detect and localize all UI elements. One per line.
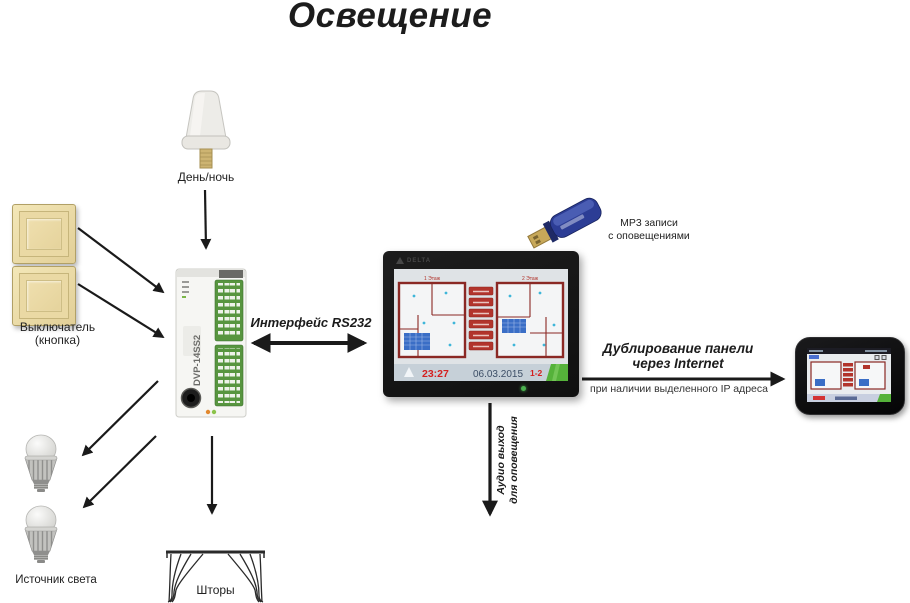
smartphone bbox=[795, 337, 905, 415]
switch-frame bbox=[19, 211, 69, 257]
wall-switch-1 bbox=[12, 204, 76, 264]
led-bulb-1-image bbox=[24, 434, 58, 492]
screen-time: 23:27 bbox=[422, 368, 449, 380]
curtains-label: Шторы bbox=[196, 583, 235, 597]
page-title: Освещение bbox=[287, 0, 493, 35]
screen-date: 06.03.2015 bbox=[473, 369, 523, 380]
rs232-link-label: Интерфейс RS232 bbox=[250, 315, 372, 330]
day-night-sensor-image bbox=[181, 90, 231, 169]
hmi-panel: DELTA 1 Этаж 2 Этаж bbox=[383, 251, 579, 397]
switch-button bbox=[26, 280, 62, 312]
floor1-label: 1 Этаж bbox=[424, 276, 441, 282]
floor2-label: 2 Этаж bbox=[522, 276, 539, 282]
wall-switch-2 bbox=[12, 266, 76, 326]
plc-controller-image: DVP-14SS2 bbox=[175, 268, 247, 418]
wall-switch-label: Выключатель (кнопка) bbox=[19, 320, 96, 347]
light-source-label: Источник света bbox=[15, 574, 97, 586]
panel-brand-text: DELTA bbox=[407, 257, 432, 264]
arrow-sensor-to-plc bbox=[200, 189, 212, 250]
panel-touchscreen[interactable]: 1 Этаж 2 Этаж 23:27 0 bbox=[394, 269, 568, 381]
arrow-plc-to-bulb2 bbox=[82, 435, 157, 509]
panel-power-led bbox=[521, 386, 526, 391]
delta-logo-icon bbox=[396, 257, 404, 264]
led-bulb-2-image bbox=[24, 505, 58, 563]
plc-model-text: DVP-14SS2 bbox=[192, 335, 203, 386]
screen-menu-buttons[interactable] bbox=[468, 286, 494, 351]
internet-link-note: при наличии выделенного IP адреса bbox=[590, 383, 768, 395]
switch-button bbox=[26, 218, 62, 250]
switch-frame bbox=[19, 273, 69, 319]
mp3-usb-label: MP3 записи с оповещениями bbox=[608, 217, 690, 242]
arrow-switch1-to-plc bbox=[77, 227, 165, 294]
screen-delta-logo-icon bbox=[404, 367, 414, 377]
audio-out-label: Аудио выход для оповещения bbox=[495, 416, 520, 504]
phone-screen[interactable] bbox=[807, 348, 891, 402]
mp3-usb-stick-image bbox=[527, 197, 602, 249]
screen-zone: 1-2 bbox=[530, 368, 543, 378]
internet-link-label: Дублирование панели через Internet bbox=[602, 341, 754, 371]
day-night-label: День/ночь bbox=[177, 170, 235, 184]
arrow-plc-to-bulb1 bbox=[81, 380, 159, 457]
panel-brand: DELTA bbox=[396, 257, 431, 264]
curtains-image bbox=[166, 550, 265, 603]
